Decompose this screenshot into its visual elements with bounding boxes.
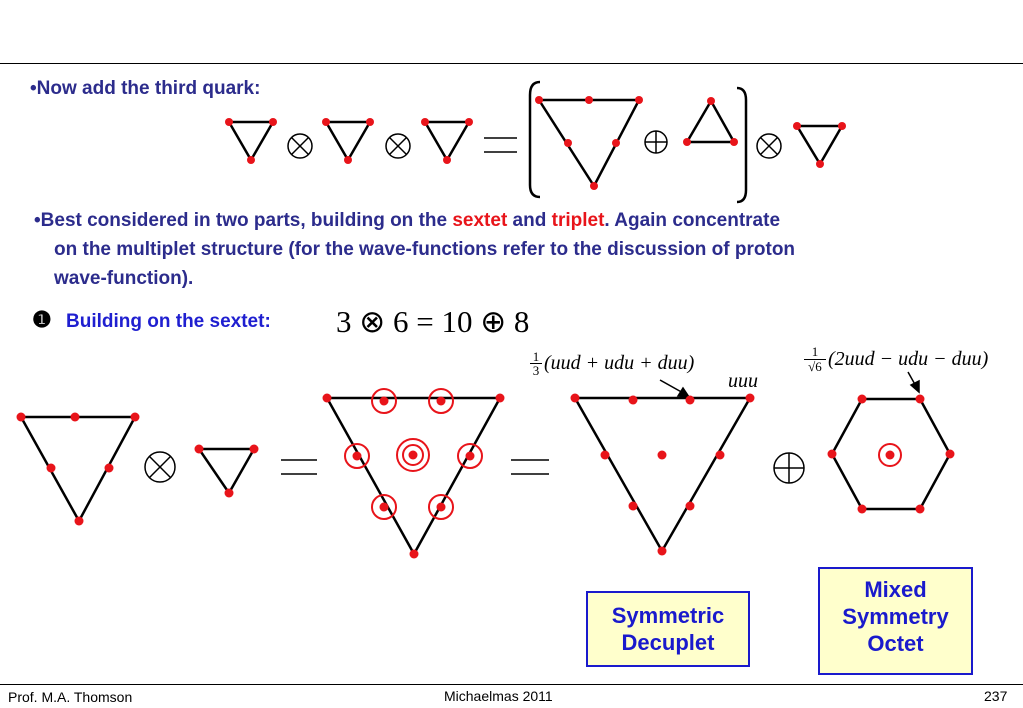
para-text-a: Best considered in two parts, building o… (40, 210, 453, 231)
double-ring-inner (402, 444, 424, 466)
mixed-fraction: 1 √6 (804, 345, 826, 374)
sym-frac-num: 1 (530, 350, 542, 364)
sym-expression: (uud + udu + duu) (544, 352, 695, 374)
ring-marker (344, 443, 370, 469)
sym-fraction: 1 3 (530, 350, 542, 377)
diagram-lines (18, 80, 952, 557)
equals-icon (511, 459, 549, 475)
otimes-icon (144, 451, 176, 483)
sextet-word: sextet (452, 210, 508, 231)
equals-signs (281, 137, 549, 475)
product-triangle (324, 396, 503, 557)
sym-frac-den: 3 (532, 363, 540, 378)
box-mix-line2: Symmetry (842, 604, 949, 629)
footer-term: Michaelmas 2011 (444, 688, 553, 704)
uuu-label: uuu (728, 370, 758, 392)
footer-rule (0, 684, 1023, 685)
sextet-triangle-top (536, 98, 642, 189)
now-add-text: Now add the third quark: (36, 78, 261, 99)
box-sym-line1: Symmetric (611, 603, 725, 628)
operator-symbols (144, 130, 805, 484)
decuplet-triangle (572, 396, 753, 554)
paragraph: •Best considered in two parts, building … (34, 206, 795, 293)
ring-marker (457, 443, 483, 469)
line-now-add: •Now add the third quark: (30, 78, 260, 100)
paragraph-line-1: •Best considered in two parts, building … (34, 206, 795, 235)
sextet-triangle (18, 415, 138, 524)
box-sym-line2: Decuplet (621, 630, 715, 655)
para-text-b: . Again concentrate (604, 210, 781, 231)
footer-page: 237 (984, 688, 1008, 704)
and-word: and (507, 210, 552, 231)
mixed-arrowhead (909, 379, 920, 394)
oplus-icon (773, 452, 805, 484)
bullet: • (30, 78, 37, 99)
mixed-frac-den: √6 (808, 359, 822, 374)
step-label: Building on the sextet: (66, 311, 271, 332)
mixed-expression: (2uud − udu − duu) (828, 348, 989, 370)
step-marker: ❶ (32, 307, 52, 332)
ring-marker (371, 494, 397, 520)
anti-triplet-3 (422, 120, 472, 163)
triplet-triangle (684, 98, 737, 144)
mixed-octet-box: Mixed Symmetry Octet (818, 567, 973, 675)
octet-center-ring (878, 443, 902, 467)
right-bracket (736, 86, 748, 204)
ring-marker (428, 388, 454, 414)
triplet-word: triplet (551, 210, 605, 231)
anti-triplet-5 (196, 447, 257, 496)
double-ring-outer (396, 438, 430, 472)
paragraph-line-2: on the multiplet structure (for the wave… (54, 239, 796, 260)
top-rule (0, 63, 1023, 64)
equals-icon (484, 137, 517, 153)
equals-icon (281, 459, 317, 475)
mixed-frac-num: 1 (804, 345, 826, 360)
left-bracket (528, 80, 541, 199)
paragraph-line-3: wave-function). (54, 268, 194, 289)
anti-triplet-4 (794, 124, 845, 167)
equation-3x6: 3 ⊗ 6 = 10 ⊕ 8 (336, 304, 530, 339)
ring-marker (371, 388, 397, 414)
box-mix-line3: Octet (867, 631, 924, 656)
anti-triplet-2 (323, 120, 373, 163)
box-mix-line1: Mixed (864, 577, 927, 602)
anti-triplet-1 (226, 120, 276, 163)
oplus-icon (644, 130, 668, 154)
ring-markers (344, 388, 902, 520)
otimes-icon (756, 133, 782, 159)
symmetric-decuplet-box: Symmetric Decuplet (586, 591, 750, 667)
otimes-icon (287, 133, 313, 159)
footer-author: Prof. M.A. Thomson (8, 689, 133, 705)
annotation-arrows (659, 371, 920, 398)
otimes-icon (385, 133, 411, 159)
bullet: • (34, 210, 41, 231)
ring-marker (428, 494, 454, 520)
sym-arrowhead (676, 386, 691, 398)
quark-dots (16, 96, 955, 559)
